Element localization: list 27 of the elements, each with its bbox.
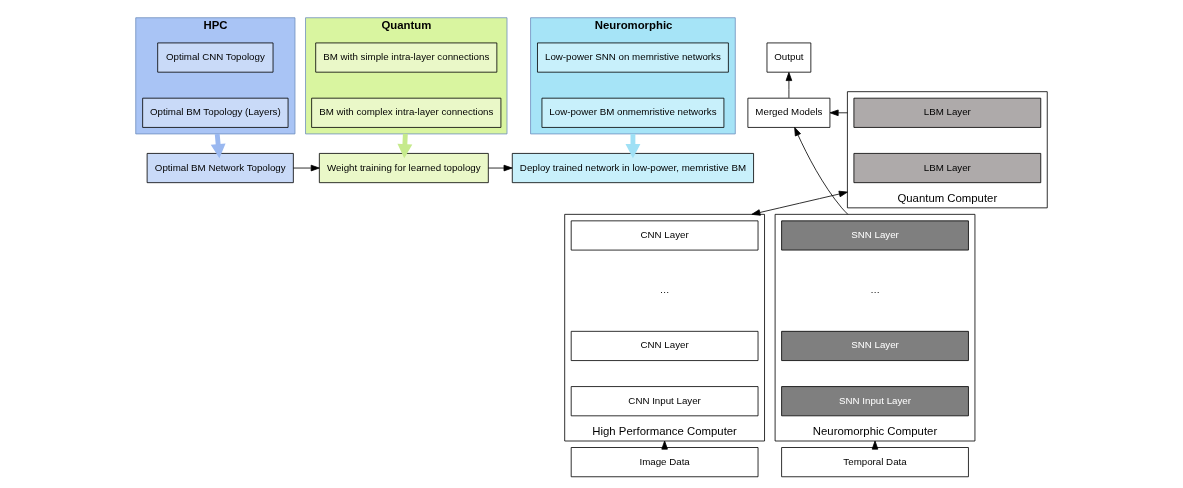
node-box: Low-power BM onmemristive networks [541,97,725,128]
node-box: Optimal CNN Topology [157,42,274,73]
node-box: CNN Layer [570,220,759,251]
node-box: CNN Layer [570,330,759,361]
node-box: BM with complex intra-layer connections [311,97,502,128]
node-box: LBM Layer [853,97,1042,128]
node-box: Weight training for learned topology [318,153,489,184]
arrow [794,127,849,215]
node-box: SNN Layer [781,330,969,361]
arrow [751,190,848,216]
node-box: Merged Models [747,97,831,128]
arrow [488,164,513,172]
node-box: Optimal BM Topology (Layers) [142,97,289,128]
node-box: Low-power SNN on memristive networks [537,42,729,73]
arrow [829,109,848,117]
arrow [785,72,793,99]
node-box: LBM Layer [853,153,1042,184]
node-box: BM with simple intra-layer connections [315,42,498,73]
node-box: Deploy trained network in low-power, memristive BM [511,153,754,184]
node-box: Optimal BM Network Topology [146,153,294,184]
label: … [659,284,670,296]
arrow [293,164,320,172]
node-box: Output [766,42,812,73]
node-box: SNN Input Layer [781,386,969,417]
label: … [870,284,880,296]
node-box: SNN Layer [781,220,969,251]
node-box: CNN Input Layer [570,386,759,417]
